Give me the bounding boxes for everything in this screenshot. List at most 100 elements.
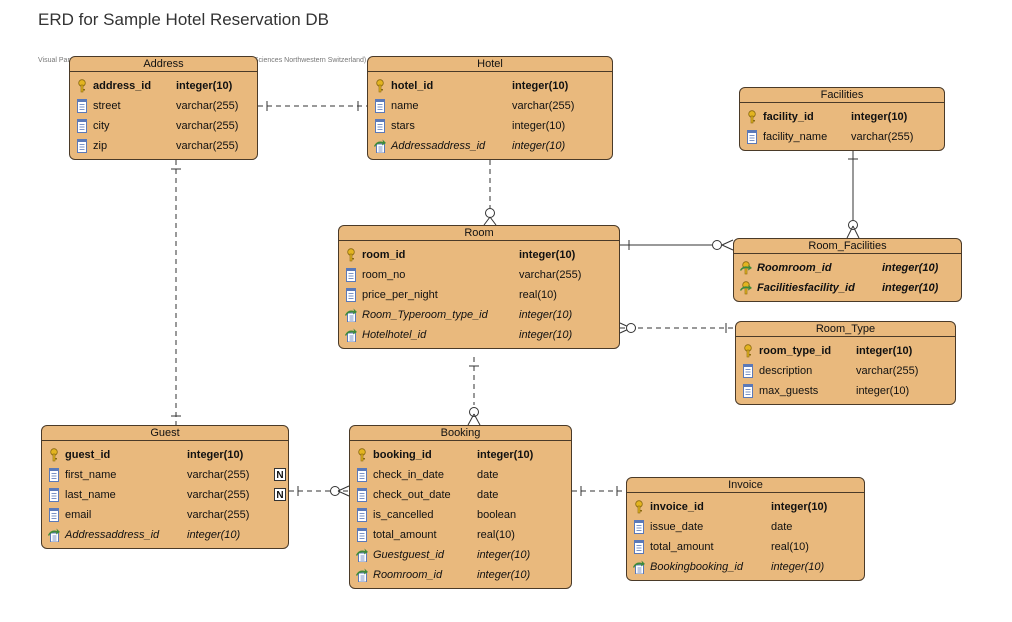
column-icon [345,268,357,282]
primary-foreign-key-icon [740,281,752,295]
entity-column[interactable]: max_guests integer(10) [736,381,955,401]
column-name: total_amount [373,529,437,541]
column-name: Addressaddress_id [65,529,160,541]
column-type: integer(10) [519,309,573,321]
column-name: Facilitiesfacility_id [757,282,855,294]
foreign-key-icon [356,548,368,563]
column-name: address_id [93,80,152,92]
primary-key-icon [746,110,758,124]
column-type: integer(10) [477,449,534,461]
column-type: integer(10) [512,140,566,152]
primary-key-icon [345,248,357,262]
column-icon [48,468,60,482]
entity-column[interactable]: check_in_date date [350,465,571,485]
column-type: integer(10) [856,385,910,397]
entity-room-type[interactable]: Room_Type room_type_id integer(10) descript… [735,321,956,405]
column-type: integer(10) [771,501,828,513]
entity-name: Address [70,57,257,72]
column-type: varchar(255) [187,509,250,521]
crows-foot-mark [483,216,491,226]
column-name: max_guests [759,385,819,397]
crows-foot-mark [337,485,350,492]
column-name: check_in_date [373,469,444,481]
primary-key-icon [48,448,60,462]
column-type: integer(10) [512,120,566,132]
entity-name: Room_Type [736,322,955,337]
column-icon [48,488,60,502]
column-type: integer(10) [771,561,825,573]
entity-column[interactable]: name varchar(255) [368,96,612,116]
column-type: real(10) [519,289,557,301]
primary-key-icon [633,500,645,514]
column-type: real(10) [477,529,515,541]
entity-column[interactable]: total_amount real(10) [627,537,864,557]
entity-column[interactable]: issue_date date [627,517,864,537]
entity-name: Room_Facilities [734,239,961,254]
column-type: integer(10) [512,80,569,92]
column-name: issue_date [650,521,704,533]
column-type: date [477,469,499,481]
column-icon [633,520,645,534]
column-name: name [391,100,419,112]
entity-column[interactable]: total_amount real(10) [350,525,571,545]
column-icon [746,130,758,144]
column-name: total_amount [650,541,714,553]
column-type: real(10) [771,541,809,553]
column-name: street [93,100,121,112]
nullable-badge: N [274,468,286,481]
crows-foot-mark [721,244,734,251]
primary-foreign-key-icon [740,261,752,275]
column-type: varchar(255) [519,269,582,281]
entity-column[interactable]: room_type_id integer(10) [736,341,955,361]
foreign-key-icon [345,328,357,343]
column-type: integer(10) [187,449,244,461]
column-name: room_type_id [759,345,832,357]
column-icon [356,468,368,482]
foreign-key-icon [633,560,645,575]
column-type: varchar(255) [512,100,575,112]
cardinality-zero-mark [848,220,858,230]
column-icon [76,119,88,133]
column-type: date [771,521,793,533]
column-type: varchar(255) [176,120,239,132]
column-type: integer(10) [856,345,913,357]
